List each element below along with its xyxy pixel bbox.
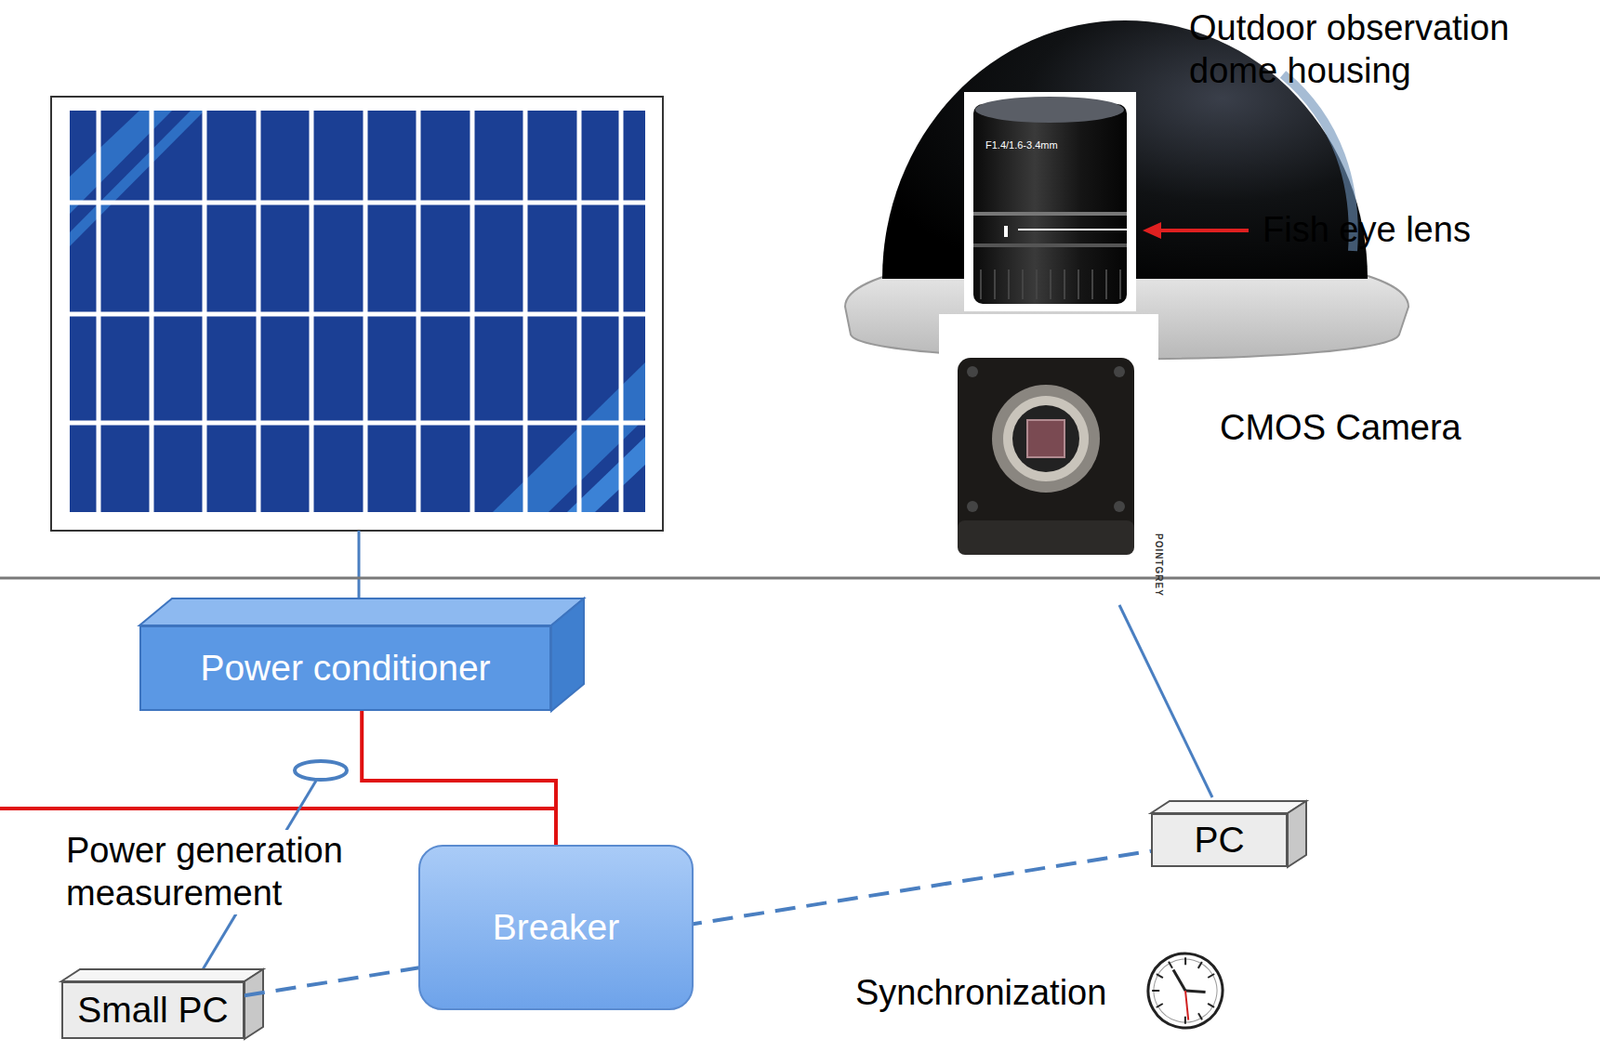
box-side-face: [551, 598, 584, 712]
sync-label: Synchronization: [855, 972, 1107, 1016]
fisheye-lens: [964, 92, 1137, 312]
cmos-camera: [938, 314, 1159, 562]
box-text: Small PC: [77, 990, 229, 1032]
camera-label: CMOS Camera: [1219, 407, 1462, 450]
ground-line: [0, 577, 1600, 581]
box-side-face: [1287, 801, 1307, 868]
box-top-face: [1150, 801, 1307, 814]
housing-label: Outdoor observation dome housing: [1189, 7, 1589, 93]
breaker-box: Breaker: [418, 845, 694, 1011]
box-side-face: [244, 969, 264, 1040]
power-conditioner-box: Power conditioner: [139, 625, 552, 712]
box-top-face: [61, 969, 264, 982]
box-text: Power conditioner: [199, 647, 490, 690]
solar-panel: [51, 96, 663, 531]
box-text: PC: [1193, 819, 1244, 862]
panel-wire: [357, 530, 361, 603]
power-wire: [361, 711, 556, 846]
lens-marking: F1.4/1.6-3.4mm: [985, 139, 1058, 152]
grid-wire: [0, 806, 556, 811]
pc-box: PC: [1150, 813, 1288, 868]
box-top-face: [139, 598, 584, 626]
camera-cable: [1119, 605, 1213, 798]
box-text: Breaker: [492, 907, 621, 950]
brand-mark: POINTGREY: [1152, 533, 1164, 597]
pointer-arrow: [1142, 222, 1249, 239]
small-pc-box: Small PC: [61, 981, 245, 1040]
clock-icon: [1134, 939, 1236, 1042]
lens-label: Fish eye lens: [1262, 209, 1471, 252]
measurement-label: Power generation measurement: [64, 830, 389, 915]
